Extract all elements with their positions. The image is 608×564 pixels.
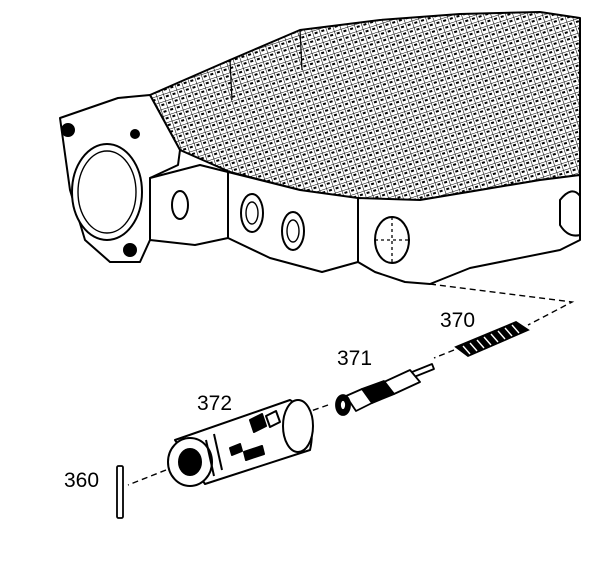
valve-371 [335,363,435,416]
callout-370: 370 [440,309,476,332]
valve-bore [240,193,264,233]
callout-372: 372 [197,392,233,415]
valve-body-right-block [357,174,581,285]
flange-bolt-hole [61,123,75,137]
spring-370 [454,320,530,358]
valve-bore [281,211,305,251]
sleeve-372 [167,399,314,487]
flange-bore [71,143,143,241]
valve-body [59,11,581,285]
callout-371: 371 [337,347,373,370]
assembly-axis [127,283,575,486]
retainer-pin-360 [116,465,124,519]
callout-360: 360 [64,469,100,492]
